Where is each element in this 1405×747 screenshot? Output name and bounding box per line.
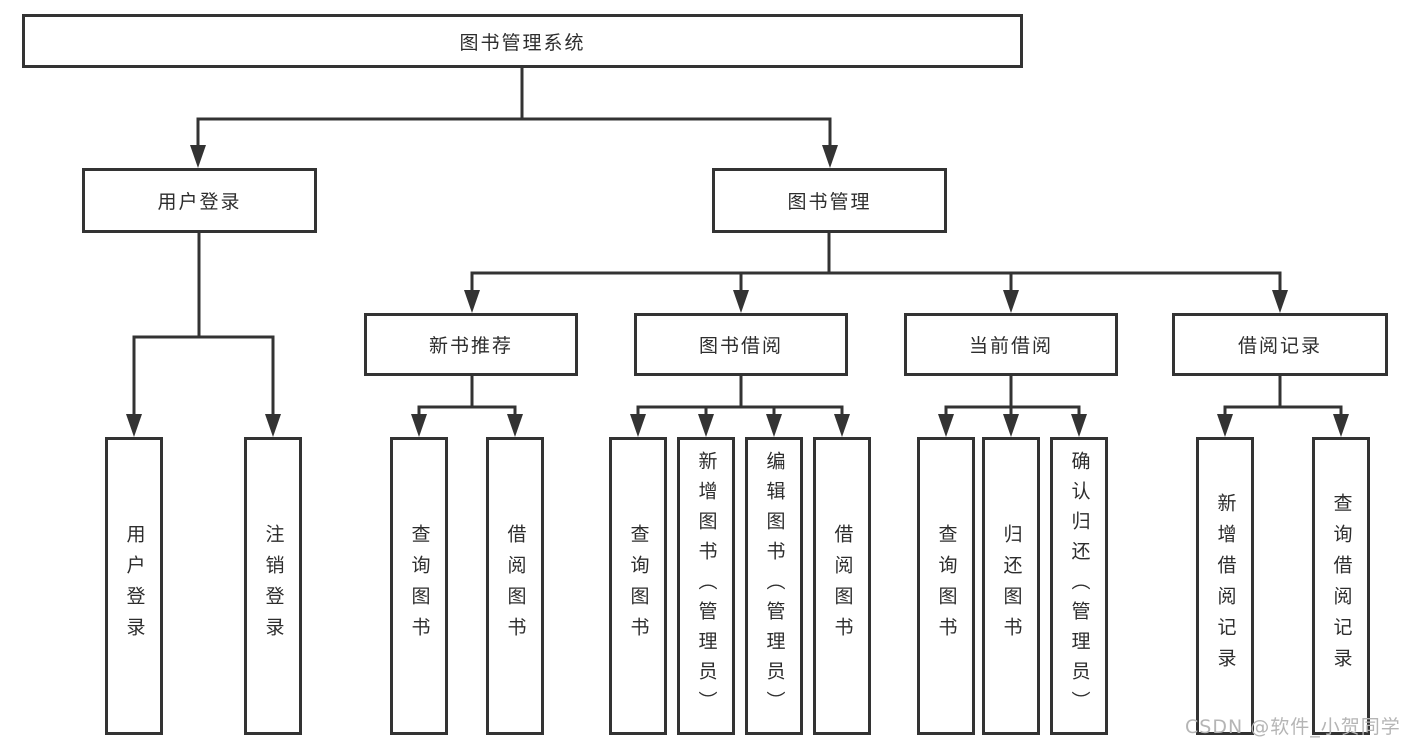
node-new-book-recommendation: 新书推荐 <box>364 313 578 376</box>
leaf-query-books-borrowing: 查询图书 <box>609 437 667 735</box>
leaf-borrow-books-recommend: 借阅图书 <box>486 437 544 735</box>
arrowheads <box>126 145 1349 437</box>
node-label: 用户登录 <box>123 524 146 648</box>
node-book-borrowing: 图书借阅 <box>634 313 848 376</box>
node-label: 新增借阅记录 <box>1214 493 1237 679</box>
node-label: 确认归还（管理员） <box>1068 451 1091 721</box>
node-label: 查询图书 <box>408 524 431 648</box>
node-label: 新增图书（管理员） <box>695 451 718 721</box>
node-label: 图书管理 <box>787 191 872 213</box>
leaf-edit-book-admin: 编辑图书（管理员） <box>745 437 803 735</box>
leaf-query-books-current: 查询图书 <box>917 437 975 735</box>
node-label: 新书推荐 <box>428 335 513 357</box>
node-user-login: 用户登录 <box>82 168 317 233</box>
node-label: 查询借阅记录 <box>1330 493 1353 679</box>
leaf-add-book-admin: 新增图书（管理员） <box>677 437 735 735</box>
node-label: 编辑图书（管理员） <box>763 451 786 721</box>
leaf-user-login: 用户登录 <box>105 437 163 735</box>
leaf-query-books-recommend: 查询图书 <box>390 437 448 735</box>
node-label: 图书管理系统 <box>459 31 586 54</box>
node-label: 当前借阅 <box>968 335 1053 357</box>
leaf-return-books: 归还图书 <box>982 437 1040 735</box>
node-label: 查询图书 <box>627 524 650 648</box>
leaf-add-borrow-record: 新增借阅记录 <box>1196 437 1254 735</box>
node-label: 用户登录 <box>157 191 242 213</box>
node-label: 借阅图书 <box>831 524 854 648</box>
leaf-query-borrow-record: 查询借阅记录 <box>1312 437 1370 735</box>
node-label: 查询图书 <box>935 524 958 648</box>
node-library-management-system: 图书管理系统 <box>22 14 1023 68</box>
node-label: 归还图书 <box>1000 524 1023 648</box>
leaf-confirm-return-admin: 确认归还（管理员） <box>1050 437 1108 735</box>
node-label: 借阅图书 <box>504 524 527 648</box>
node-label: 图书借阅 <box>698 335 783 357</box>
leaf-logout: 注销登录 <box>244 437 302 735</box>
node-label: 借阅记录 <box>1237 335 1322 357</box>
watermark-text: CSDN @软件_小贺同学 <box>1185 716 1401 738</box>
node-current-borrowing: 当前借阅 <box>904 313 1118 376</box>
leaf-borrow-books-borrowing: 借阅图书 <box>813 437 871 735</box>
node-book-management: 图书管理 <box>712 168 947 233</box>
node-label: 注销登录 <box>262 524 285 648</box>
node-borrowing-records: 借阅记录 <box>1172 313 1388 376</box>
